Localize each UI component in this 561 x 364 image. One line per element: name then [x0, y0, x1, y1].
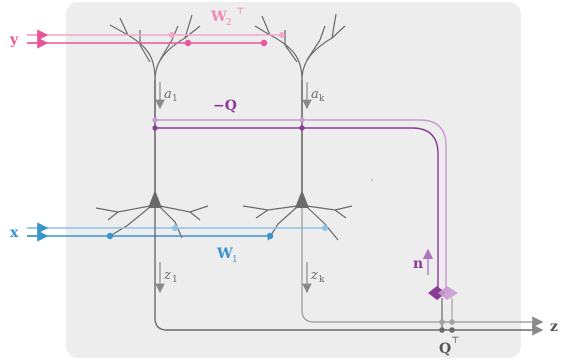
label-zk: z k: [310, 268, 325, 285]
synapse-dot: [169, 32, 175, 38]
svg-text:W: W: [216, 246, 233, 262]
label-W1: W 1: [216, 246, 238, 265]
synapse-dot: [299, 117, 305, 123]
svg-text:z: z: [163, 268, 171, 283]
svg-text:a: a: [164, 87, 172, 102]
synapse-dot: [299, 125, 305, 131]
svg-text:a: a: [311, 87, 319, 102]
label-z: z: [550, 319, 558, 335]
synapse-dot: [449, 327, 455, 333]
svg-text:1: 1: [172, 94, 178, 104]
svg-text:⊤: ⊤: [236, 7, 244, 17]
svg-text:z: z: [310, 268, 318, 283]
stray-dot: [371, 179, 373, 181]
synapse-dot: [439, 327, 445, 333]
synapse-dot: [106, 232, 114, 240]
synapse-dot: [152, 125, 158, 131]
synapse-dot: [260, 39, 268, 47]
label-n: n: [413, 256, 423, 272]
soma-neuron-1: [95, 190, 209, 239]
interneuron-n: [428, 286, 458, 333]
synapse-dot: [172, 225, 178, 231]
svg-text:k: k: [319, 275, 325, 285]
label-QT: Q ⊤: [439, 336, 459, 357]
synapse-dot: [449, 319, 455, 325]
label-x: x: [10, 225, 19, 241]
background-panel: [66, 2, 521, 358]
svg-text:1: 1: [232, 255, 238, 265]
svg-text:⊤: ⊤: [451, 336, 459, 346]
synapse-dot: [152, 117, 158, 123]
negQ-lateral-lines: [152, 117, 447, 290]
label-y: y: [9, 32, 19, 48]
synapse-dot: [439, 319, 445, 325]
y-input-lines: [27, 29, 285, 49]
synapse-dot: [266, 232, 274, 240]
label-a1: a 1: [164, 87, 178, 104]
svg-text:W: W: [210, 9, 227, 25]
synapse-dot: [184, 39, 192, 47]
x-input-lines: [27, 222, 328, 242]
synapse-dot: [322, 225, 328, 231]
label-ak: a k: [311, 87, 325, 104]
svg-text:2: 2: [226, 18, 232, 28]
output-axons: [154, 208, 544, 336]
label-negQ: −Q: [213, 98, 237, 114]
synapse-dot: [279, 32, 285, 38]
svg-text:k: k: [319, 94, 325, 104]
neuron-trunks: [154, 80, 303, 200]
svg-text:1: 1: [172, 275, 178, 285]
label-W2: W 2 ⊤: [210, 7, 244, 28]
label-z1: z 1: [163, 268, 178, 285]
svg-text:Q: Q: [439, 341, 451, 357]
